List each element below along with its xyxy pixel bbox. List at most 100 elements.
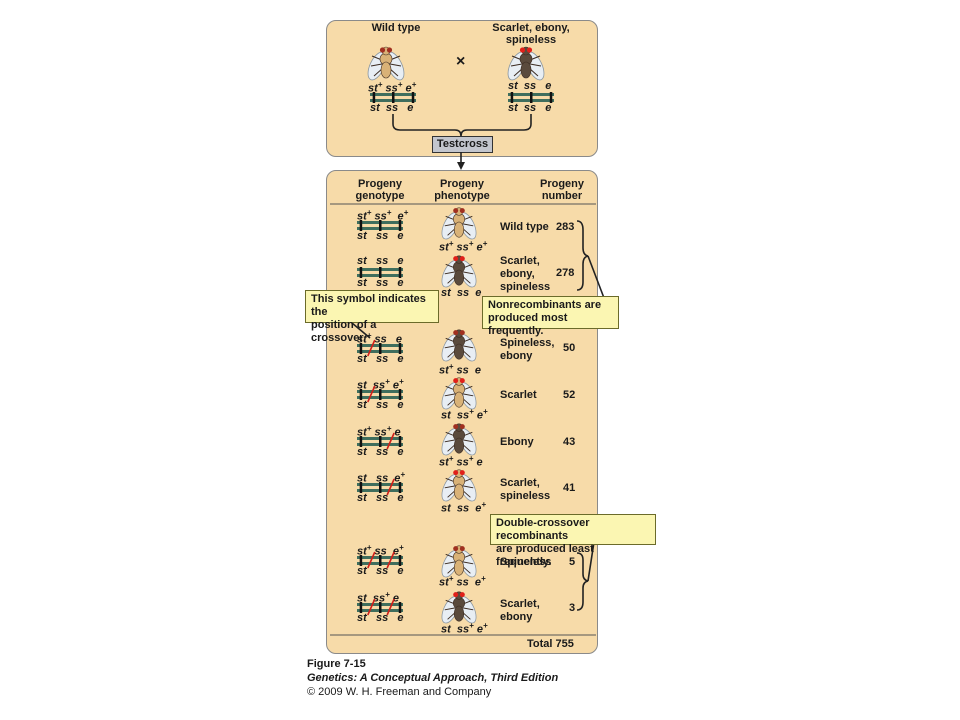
fly-eye bbox=[526, 47, 533, 53]
crossover-mark bbox=[386, 598, 395, 616]
gene-locus bbox=[411, 92, 415, 103]
parent-right-chromosomes bbox=[508, 92, 554, 103]
copyright-line: © 2009 W. H. Freeman and Company bbox=[307, 686, 492, 698]
gene-locus bbox=[398, 267, 402, 278]
parent-left-chromosomes bbox=[370, 92, 416, 103]
fly-leg bbox=[462, 271, 474, 275]
testcross-arrowhead bbox=[457, 162, 465, 170]
row2-number: 278 bbox=[556, 267, 575, 279]
row4-number: 52 bbox=[563, 389, 576, 401]
gene-locus bbox=[398, 555, 402, 566]
row6-chromosomes bbox=[357, 478, 403, 496]
row3-fly bbox=[441, 329, 477, 362]
fly-leg bbox=[444, 345, 456, 349]
gene-locus bbox=[398, 343, 402, 354]
fly-eye bbox=[459, 470, 465, 476]
gene-locus bbox=[372, 92, 376, 103]
testcross-label: Testcross bbox=[432, 136, 493, 153]
row5-phenotype: Ebony bbox=[500, 436, 534, 448]
row8-fly bbox=[441, 591, 477, 624]
fly-leg bbox=[444, 561, 456, 565]
fly-leg bbox=[462, 561, 474, 565]
fly-leg bbox=[444, 271, 456, 275]
mutant-parent-fly bbox=[507, 46, 545, 81]
parental-cross-panel bbox=[326, 20, 598, 157]
fly-abdomen bbox=[380, 61, 392, 79]
fly-leg bbox=[370, 63, 383, 67]
row4-chromosomes bbox=[357, 385, 403, 403]
gene-locus bbox=[379, 343, 382, 354]
fly-eye bbox=[459, 378, 465, 384]
gene-locus bbox=[510, 92, 514, 103]
fly-leg bbox=[444, 439, 456, 443]
gene-locus bbox=[379, 220, 382, 231]
row6-genotype-bottom: st ss e bbox=[357, 492, 404, 504]
row5-genotype-top: st+ ss+ e bbox=[357, 424, 401, 439]
fly-abdomen bbox=[453, 483, 465, 500]
row5-chromosomes bbox=[357, 432, 403, 450]
gene-locus bbox=[359, 220, 363, 231]
gene-locus bbox=[379, 555, 382, 566]
fly-leg bbox=[444, 223, 456, 227]
crossover-mark bbox=[386, 478, 395, 496]
fly-eye bbox=[453, 470, 459, 476]
row7-chromosomes bbox=[357, 551, 403, 569]
row4-phenotype: Scarlet bbox=[500, 389, 537, 401]
fly-leg bbox=[462, 485, 474, 489]
row2-fly-alleles: st ss e bbox=[441, 287, 482, 299]
fly-leg bbox=[444, 485, 456, 489]
fly-eye bbox=[453, 330, 459, 336]
fly-abdomen bbox=[453, 269, 465, 286]
fly-leg bbox=[389, 63, 402, 67]
row2-fly bbox=[441, 255, 477, 288]
fly-eye bbox=[459, 208, 465, 214]
gene-locus bbox=[398, 436, 402, 447]
parent-right-bottom-alleles: st ss e bbox=[508, 102, 552, 114]
fly-eye bbox=[453, 208, 459, 214]
parent-left-bottom-alleles: st ss e bbox=[370, 102, 414, 114]
total-count: Total 755 bbox=[527, 638, 574, 650]
parent-right-top-alleles: st ss e bbox=[508, 80, 552, 92]
fly-eye bbox=[459, 424, 465, 430]
row1-fly-alleles: st+ ss+ e+ bbox=[439, 239, 488, 254]
fly-abdomen bbox=[453, 221, 465, 238]
figure-number: Figure 7-15 bbox=[307, 658, 366, 670]
gene-locus bbox=[398, 389, 402, 400]
row6-number: 41 bbox=[563, 482, 576, 494]
gene-locus bbox=[530, 92, 533, 103]
row8-genotype-top: st ss+ e bbox=[357, 590, 399, 605]
fly-abdomen bbox=[453, 559, 465, 576]
row5-genotype-bottom: st ss e bbox=[357, 446, 404, 458]
fly-leg bbox=[510, 63, 523, 67]
row7-fly bbox=[441, 545, 477, 578]
fly-abdomen bbox=[453, 605, 465, 622]
fly-abdomen bbox=[453, 343, 465, 360]
crossover-mark bbox=[386, 432, 395, 450]
row7-phenotype: Spineless bbox=[500, 556, 552, 568]
row1-chromosomes bbox=[357, 220, 403, 231]
row1-genotype-top: st+ ss+ e+ bbox=[357, 208, 409, 223]
crossover-mark bbox=[367, 598, 376, 616]
row1-genotype-bottom: st ss e bbox=[357, 230, 404, 242]
row2-genotype-bottom: st ss e bbox=[357, 277, 404, 289]
gene-locus bbox=[359, 602, 363, 613]
gene-locus bbox=[359, 555, 363, 566]
fly-eye bbox=[453, 378, 459, 384]
crossover-mark bbox=[367, 551, 376, 569]
fly-eye bbox=[459, 546, 465, 552]
fly-eye bbox=[386, 47, 393, 53]
gene-locus bbox=[398, 220, 402, 231]
fly-eye bbox=[379, 47, 386, 53]
gene-locus bbox=[392, 92, 395, 103]
row2-genotype-top: st ss e bbox=[357, 255, 404, 267]
fly-abdomen bbox=[453, 437, 465, 454]
row4-fly-alleles: st ss+ e+ bbox=[441, 407, 488, 422]
row3-number: 50 bbox=[563, 342, 576, 354]
row6-fly bbox=[441, 469, 477, 502]
row1-phenotype: Wild type bbox=[500, 221, 549, 233]
row5-fly-alleles: st+ ss+ e bbox=[439, 454, 483, 469]
fly-eye bbox=[453, 424, 459, 430]
